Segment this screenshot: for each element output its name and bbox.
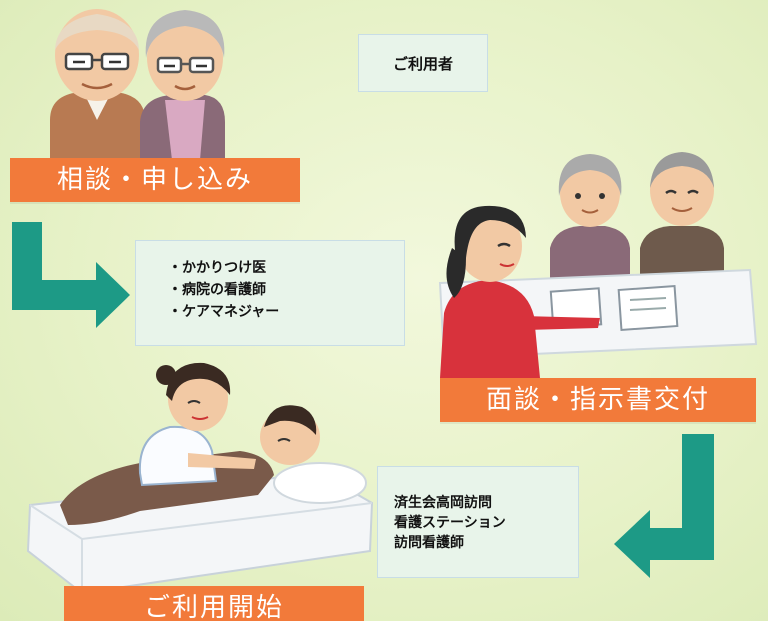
step-start-banner: ご利用開始	[64, 586, 364, 621]
step-start-text: ご利用開始	[143, 593, 284, 621]
step-interview-banner: 面談・指示書交付	[440, 378, 756, 422]
nurse	[138, 362, 256, 487]
user-label-text: ご利用者	[392, 54, 453, 73]
step-consultation-banner: 相談・申し込み	[10, 158, 300, 202]
patient	[60, 405, 320, 525]
visiting-nurse-line-1: 済生会高岡訪問	[394, 495, 492, 511]
visiting-nurse-box: 済生会高岡訪問 看護ステーション 訪問看護師	[377, 466, 579, 578]
flow-arrow-1	[12, 222, 130, 328]
referral-source-item-2: ・病院の看護師	[168, 282, 266, 298]
step-consultation-text: 相談・申し込み	[56, 165, 253, 195]
referral-source-item-3: ・ケアマネジャー	[168, 304, 280, 320]
seated-couple	[550, 152, 724, 283]
consultation-illustration	[438, 152, 758, 378]
referral-source-item-1: ・かかりつけ医	[168, 260, 267, 276]
elderly-man	[50, 9, 145, 160]
step-interview-text: 面談・指示書交付	[485, 385, 710, 415]
nurse-care-illustration	[26, 362, 374, 595]
flow-arrow-2	[614, 434, 714, 578]
elderly-woman	[140, 10, 225, 160]
elderly-couple-illustration	[50, 9, 225, 160]
user-label-box: ご利用者	[358, 34, 488, 92]
referral-source-box: ・かかりつけ医 ・病院の看護師 ・ケアマネジャー	[135, 240, 405, 346]
visiting-nurse-line-2: 看護ステーション	[394, 515, 506, 531]
staff-member	[440, 205, 600, 378]
visiting-nurse-line-3: 訪問看護師	[394, 535, 464, 551]
